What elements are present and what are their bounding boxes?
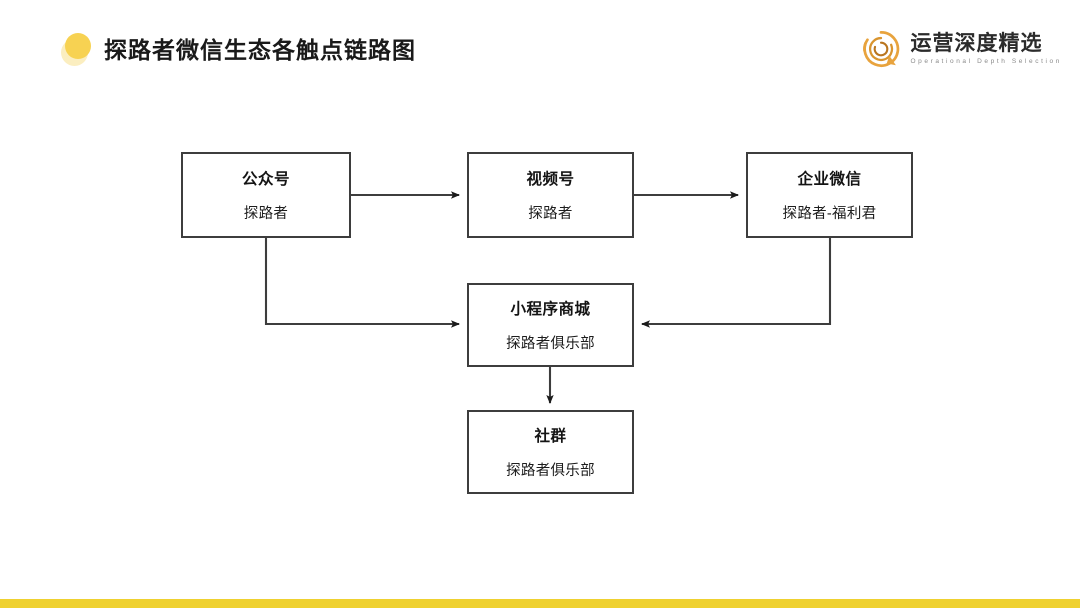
title-bullet-icon xyxy=(58,31,92,66)
bullet-front-circle xyxy=(65,33,91,59)
node-subtitle: 探路者 xyxy=(528,206,573,222)
node-subtitle: 探路者 xyxy=(243,206,289,222)
node-subtitle: 探路者-福利君 xyxy=(782,206,877,222)
brand-tagline: Operational Depth Selection xyxy=(910,58,1062,66)
node-title: 社群 xyxy=(534,428,567,445)
page-title: 探路者微信生态各触点链路图 xyxy=(104,37,416,63)
brand-name: 运营深度精选 xyxy=(910,31,1043,55)
node-video-channels[interactable]: 视频号 探路者 xyxy=(467,152,634,238)
node-subtitle: 探路者俱乐部 xyxy=(506,463,595,479)
brand-swirl-icon xyxy=(863,31,900,67)
node-community-group[interactable]: 社群 探路者俱乐部 xyxy=(467,410,634,494)
node-title: 小程序商城 xyxy=(510,301,591,318)
node-title: 视频号 xyxy=(526,171,575,188)
node-wecom[interactable]: 企业微信 探路者-福利君 xyxy=(746,152,913,238)
node-subtitle: 探路者俱乐部 xyxy=(506,336,595,352)
edge-official-to-miniapp xyxy=(264,238,460,328)
node-mini-program-mall[interactable]: 小程序商城 探路者俱乐部 xyxy=(467,283,634,367)
brand-text-block: 运营深度精选 Operational Depth Selection xyxy=(910,31,1062,66)
node-title: 公众号 xyxy=(241,171,290,188)
footer-accent-bar xyxy=(0,599,1080,608)
brand-logo: 运营深度精选 Operational Depth Selection xyxy=(860,24,1062,74)
node-official-account[interactable]: 公众号 探路者 xyxy=(181,152,351,238)
node-title: 企业微信 xyxy=(797,171,862,188)
page-header: 探路者微信生态各触点链路图 运营深度精选 Operational Depth S… xyxy=(0,0,1080,92)
edge-work-to-miniapp xyxy=(641,238,832,328)
